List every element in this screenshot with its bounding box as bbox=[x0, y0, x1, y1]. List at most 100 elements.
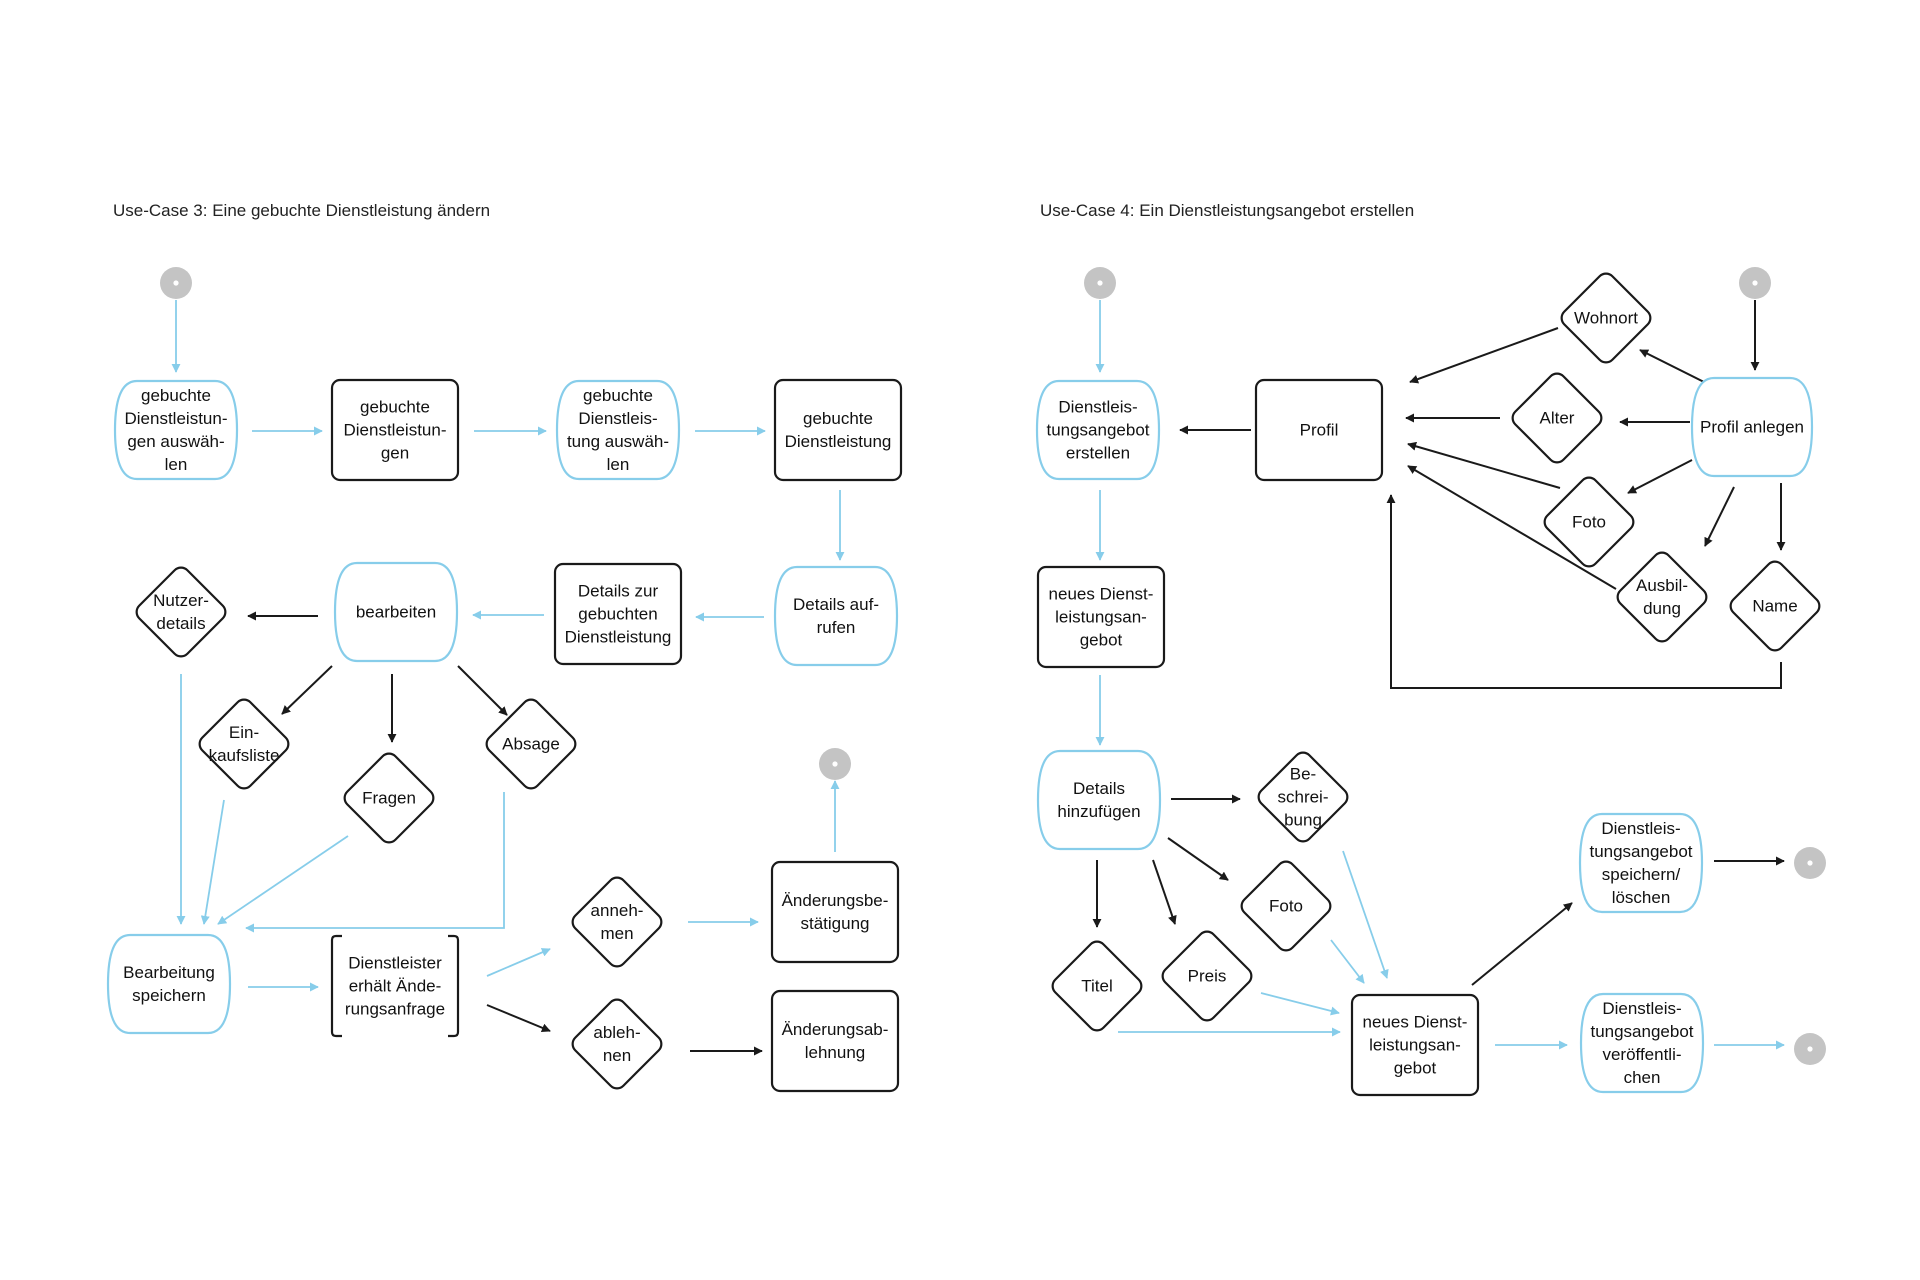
create-profile-node: Profil anlegen bbox=[1690, 376, 1814, 478]
change-rejection-node-label-line: lehnung bbox=[805, 1043, 866, 1062]
add-details-node-label-line: Details bbox=[1073, 779, 1125, 798]
reject-node: ableh-nen bbox=[571, 998, 663, 1090]
edit-node-label-line: bearbeiten bbox=[356, 603, 436, 622]
open-details-node-label-line: Details auf- bbox=[793, 595, 879, 614]
profile-photo-node-label-line: Foto bbox=[1572, 513, 1606, 532]
new-offer-node-bottom-label-line: neues Dienst- bbox=[1363, 1013, 1468, 1032]
new-offer-node-bottom-label-line: leistungsan- bbox=[1369, 1036, 1461, 1055]
e-description-newoffer bbox=[1342, 850, 1389, 979]
start-marker-uc3 bbox=[160, 267, 192, 299]
e-edit-cancel bbox=[457, 665, 508, 716]
end-marker-uc3 bbox=[819, 748, 851, 780]
use-case-3-title: Use-Case 3: Eine gebuchte Dienstleistung… bbox=[113, 201, 490, 220]
education-node: Ausbil-dung bbox=[1616, 551, 1708, 643]
select-booked-service-node-label-line: gebuchte bbox=[583, 386, 653, 405]
change-rejection-node: Änderungsab-lehnung bbox=[770, 989, 900, 1093]
e-createprofile-residence bbox=[1639, 349, 1705, 383]
select-booked-services-node-label-line: gen auswäh- bbox=[127, 432, 224, 451]
e-residence-profile bbox=[1409, 327, 1559, 384]
age-node: Alter bbox=[1511, 372, 1603, 464]
edit-node: bearbeiten bbox=[333, 561, 459, 663]
open-details-node-label-line: rufen bbox=[817, 618, 856, 637]
save-delete-offer-node-label-line: löschen bbox=[1612, 888, 1671, 907]
select-booked-service-node-label-line: tung auswäh- bbox=[567, 432, 669, 451]
select-booked-services-node-label-line: gebuchte bbox=[141, 386, 211, 405]
profile-node: Profil bbox=[1254, 378, 1384, 482]
user-details-node-label-line: Nutzer- bbox=[153, 591, 209, 610]
e-name-profile bbox=[1386, 494, 1782, 689]
name-node-label-line: Name bbox=[1752, 597, 1797, 616]
select-booked-services-node-label-line: len bbox=[165, 455, 188, 474]
e-questions-save bbox=[217, 835, 349, 925]
e-shop-save bbox=[200, 799, 225, 925]
start-marker-uc4-offer bbox=[1084, 267, 1116, 299]
e-education-profile bbox=[1407, 465, 1617, 590]
create-offer-node-label-line: tungsangebot bbox=[1046, 421, 1149, 440]
reject-node-label-line: ableh- bbox=[593, 1023, 640, 1042]
provider-receives-request-node-label-line: erhält Ände- bbox=[349, 977, 442, 996]
add-details-node: Details hinzufügen bbox=[1036, 749, 1162, 851]
questions-node: Fragen bbox=[343, 752, 435, 844]
name-node: Name bbox=[1729, 560, 1821, 652]
new-offer-node-top-label-line: gebot bbox=[1080, 631, 1123, 650]
education-node-label-line: Ausbil- bbox=[1636, 576, 1688, 595]
user-details-node-label-line: details bbox=[156, 614, 205, 633]
offer-photo-node: Foto bbox=[1240, 860, 1332, 952]
publish-offer-node-label-line: tungsangebot bbox=[1590, 1022, 1693, 1041]
booked-service-node-label-line: Dienstleistung bbox=[785, 432, 892, 451]
e-provider-reject bbox=[486, 1004, 551, 1033]
create-offer-node-label-line: Dienstleis- bbox=[1058, 398, 1137, 417]
accept-node: anneh-men bbox=[571, 876, 663, 968]
change-confirmation-node-label-line: Änderungsbe- bbox=[782, 891, 889, 910]
new-offer-node-top-label-line: leistungsan- bbox=[1055, 608, 1147, 627]
e-edit-shop bbox=[281, 665, 333, 715]
publish-offer-node-label-line: chen bbox=[1624, 1068, 1661, 1087]
e-cancel-save bbox=[245, 792, 505, 933]
booked-services-node-label-line: gebuchte bbox=[360, 398, 430, 417]
shopping-list-node-label-line: Ein- bbox=[229, 723, 259, 742]
description-node: Be-schrei-bung bbox=[1257, 751, 1349, 843]
age-node-label-line: Alter bbox=[1540, 409, 1575, 428]
publish-offer-node-label-line: veröffentli- bbox=[1602, 1045, 1681, 1064]
new-offer-node-bottom: neues Dienst-leistungsan-gebot bbox=[1350, 993, 1480, 1097]
price-node: Preis bbox=[1161, 930, 1253, 1022]
accept-node-label-line: anneh- bbox=[591, 901, 644, 920]
description-node-label-line: Be- bbox=[1290, 765, 1316, 784]
education-node-label-line: dung bbox=[1643, 599, 1681, 618]
e-price-newoffer bbox=[1260, 992, 1340, 1016]
add-details-node-label-line: hinzufügen bbox=[1057, 802, 1140, 821]
publish-offer-node: Dienstleis-tungsangebot veröffentli-chen bbox=[1579, 992, 1705, 1094]
new-offer-node-bottom-label-line: gebot bbox=[1394, 1059, 1437, 1078]
residence-node-label-line: Wohnort bbox=[1574, 309, 1638, 328]
e-createprofile-education bbox=[1704, 486, 1735, 547]
use-case-4-title: Use-Case 4: Ein Dienstleistungsangebot e… bbox=[1040, 201, 1414, 220]
end-marker-uc4-save bbox=[1794, 847, 1826, 879]
end-marker-uc4-publish bbox=[1794, 1033, 1826, 1065]
questions-node-label-line: Fragen bbox=[362, 789, 416, 808]
booked-services-node-label-line: gen bbox=[381, 444, 409, 463]
select-booked-service-node-label-line: Dienstleis- bbox=[578, 409, 657, 428]
start-marker-uc4-profile bbox=[1739, 267, 1771, 299]
shopping-list-node: Ein-kaufsliste bbox=[198, 698, 290, 790]
booked-services-node-label-line: Dienstleistun- bbox=[344, 421, 447, 440]
change-confirmation-node: Änderungsbe-stätigung bbox=[770, 860, 900, 964]
title-node-label-line: Titel bbox=[1081, 977, 1113, 996]
select-booked-services-node-label-line: Dienstleistun- bbox=[125, 409, 228, 428]
open-details-node: Details auf-rufen bbox=[773, 565, 899, 667]
profile-photo-node: Foto bbox=[1543, 476, 1635, 568]
publish-offer-node-label-line: Dienstleis- bbox=[1602, 999, 1681, 1018]
description-node-label-line: bung bbox=[1284, 811, 1322, 830]
new-offer-node-top-label-line: neues Dienst- bbox=[1049, 585, 1154, 604]
cancellation-node: Absage bbox=[485, 698, 577, 790]
save-edit-node-label-line: Bearbeitung bbox=[123, 963, 215, 982]
user-details-node: Nutzer-details bbox=[135, 566, 227, 658]
details-booked-service-node-label-line: Dienstleistung bbox=[565, 628, 672, 647]
e-createprofile-photo bbox=[1627, 459, 1693, 494]
description-node-label-line: schrei- bbox=[1277, 788, 1328, 807]
